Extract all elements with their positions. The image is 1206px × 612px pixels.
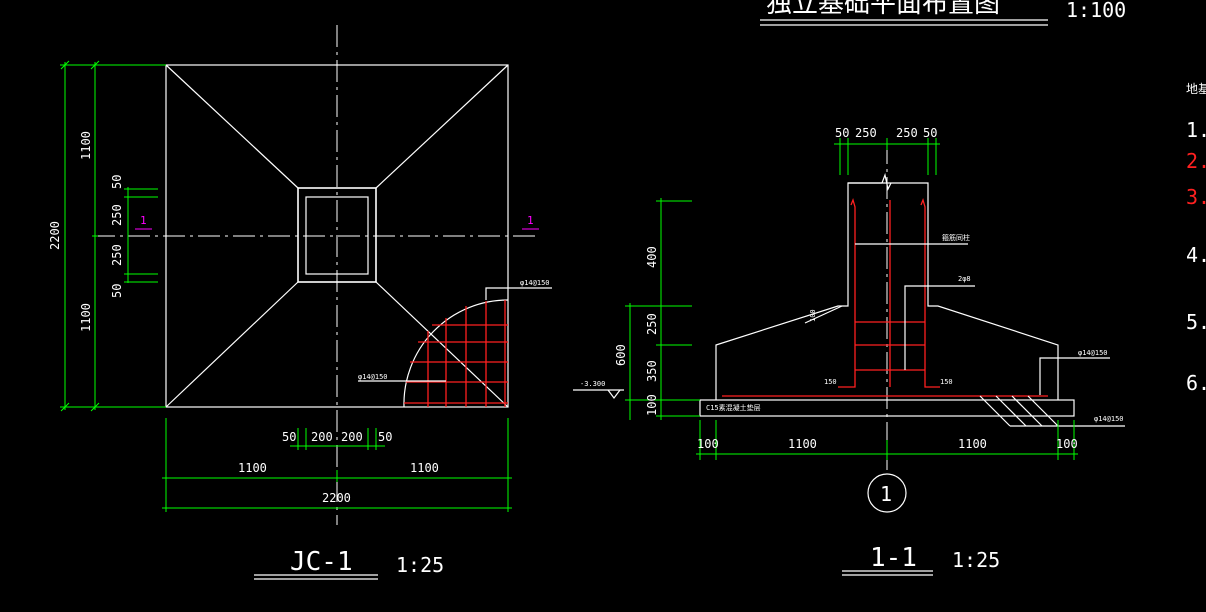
note-item-6: 6.混 xyxy=(1186,371,1206,395)
plan-dim-bottom-2: 1100 xyxy=(410,461,439,475)
section-bottom-dimensions: 100 1100 1100 100 xyxy=(696,420,1078,460)
plan-dim-bottom-1: 1100 xyxy=(238,461,267,475)
top-title-scale: 1:100 xyxy=(1066,0,1126,22)
plan-dim-bottom-small-4: 50 xyxy=(378,430,392,444)
plan-view: φ14@150 φ14@150 1 1 1100 xyxy=(48,25,552,580)
section-dim-bottom-3: 1100 xyxy=(958,437,987,451)
section-scale: 1:25 xyxy=(952,548,1000,572)
section-view: 箍筋同柱 2φ8 φ14@150 φ14@150 150 150 C15素混凝土… xyxy=(573,126,1125,576)
section-leaders: 箍筋同柱 2φ8 φ14@150 φ14@150 150 150 C15素混凝土… xyxy=(706,233,1125,427)
plan-section-marks: 1 1 xyxy=(135,214,539,230)
plan-rebar-top-label: φ14@150 xyxy=(520,279,550,287)
plan-dim-left-1: 1100 xyxy=(79,131,93,160)
col-dim-label: 100 xyxy=(809,309,817,322)
section-title-block: 1-1 1:25 xyxy=(842,543,1000,576)
top-title-text: 独立基础平面布置图 xyxy=(766,0,1000,19)
plan-dim-bottom-small-1: 50 xyxy=(282,430,296,444)
note-item-5: 5.基 xyxy=(1186,310,1206,334)
rebar-right-top-label: φ14@150 xyxy=(1078,349,1108,357)
note-cushion: C15素混凝土垫层 xyxy=(706,403,761,412)
note-stirrup: 箍筋同柱 xyxy=(942,233,970,242)
plan-bottom-dimensions: 50 200 200 50 1100 1100 2200 xyxy=(162,418,512,512)
plan-rebar-left-label: φ14@150 xyxy=(358,373,388,381)
elevation-label: -3.300 xyxy=(580,380,605,388)
section-dim-top-3: 250 xyxy=(896,126,918,140)
plan-dim-bottom-small-2: 200 xyxy=(311,430,333,444)
top-title: 独立基础平面布置图 1:100 xyxy=(760,0,1126,26)
section-mark-left: 1 xyxy=(140,214,147,227)
rebar-right-bottom-label: φ14@150 xyxy=(1094,415,1124,423)
plan-dim-left-6: 1100 xyxy=(79,303,93,332)
section-dim-top-2: 250 xyxy=(855,126,877,140)
note-item-1: 1.本 xyxy=(1186,118,1206,142)
note-bars: 2φ8 xyxy=(958,275,971,283)
notes-header: 地基 xyxy=(1186,82,1206,96)
footing-section-outline xyxy=(715,182,1059,400)
plan-dim-left-3: 250 xyxy=(110,204,124,226)
section-title: 1-1 xyxy=(870,543,917,573)
hook-right-label: 150 xyxy=(940,378,953,386)
section-mark-right: 1 xyxy=(527,214,534,227)
plan-dim-left-4: 250 xyxy=(110,244,124,266)
note-item-4: 4.本 xyxy=(1186,243,1206,267)
section-dim-top-4: 50 xyxy=(923,126,937,140)
section-left-dimensions: 400 250 350 100 600 xyxy=(614,198,700,420)
section-dim-left-4: 100 xyxy=(645,394,659,416)
plan-scale: 1:25 xyxy=(396,553,444,577)
section-dim-left-total: 600 xyxy=(614,344,628,366)
section-dim-left-3: 350 xyxy=(645,360,659,382)
section-dim-bottom-4: 100 xyxy=(1056,437,1078,451)
hook-left-label: 150 xyxy=(824,378,837,386)
section-dim-left-2: 250 xyxy=(645,313,659,335)
plan-dim-left-2: 50 xyxy=(110,175,124,189)
note-item-3: 3.本 xyxy=(1186,185,1206,209)
plan-title-block: JC-1 1:25 xyxy=(254,547,444,580)
plan-dim-left-total: 2200 xyxy=(48,221,62,250)
section-top-dimensions: 50 250 250 50 xyxy=(834,126,940,175)
section-dim-left-1: 400 xyxy=(645,246,659,268)
plan-rebar-detail: φ14@150 φ14@150 xyxy=(358,279,552,408)
circle-label-text: 1 xyxy=(880,482,892,506)
note-item-2: 2.本 xyxy=(1186,149,1206,173)
notes-block: 地基 1.本 2.本 3.本 4.本 5.基 6.混 xyxy=(1186,82,1206,395)
plan-left-dimensions: 1100 50 250 250 50 1100 2200 xyxy=(48,60,166,412)
plan-title: JC-1 xyxy=(290,547,353,577)
plan-dim-left-5: 50 xyxy=(110,284,124,298)
elevation-marker: -3.300 xyxy=(573,380,624,399)
section-dim-bottom-2: 1100 xyxy=(788,437,817,451)
plan-dim-bottom-small-3: 200 xyxy=(341,430,363,444)
section-rebars xyxy=(722,197,1048,397)
section-dim-bottom-1: 100 xyxy=(697,437,719,451)
section-circle-label: 1 xyxy=(867,473,907,513)
plan-dim-bottom-total: 2200 xyxy=(322,491,351,505)
section-dim-top-1: 50 xyxy=(835,126,849,140)
